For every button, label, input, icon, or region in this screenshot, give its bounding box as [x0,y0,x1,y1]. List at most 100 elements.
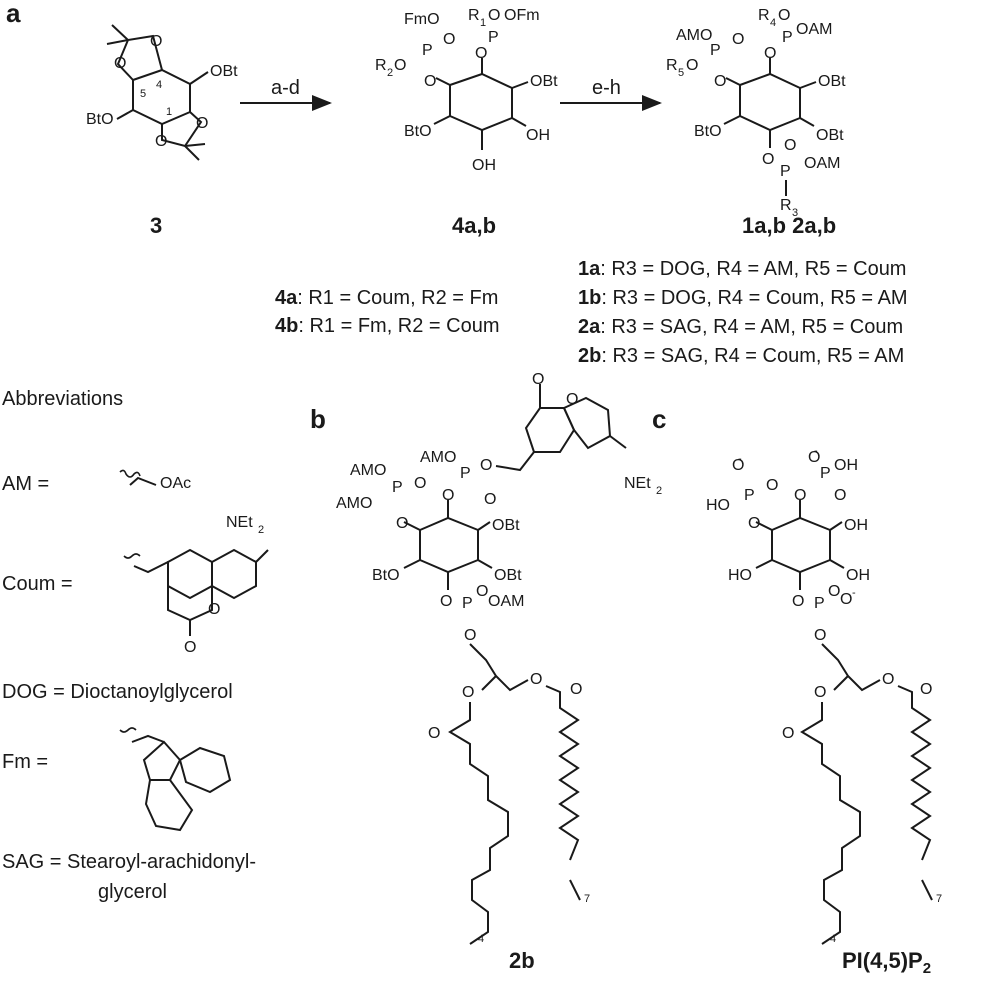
subscript-2: 2 [656,485,662,497]
atom-o: O [748,515,760,532]
abbrev-fm: Fm = [2,751,48,773]
atom-obt: OBt [210,63,238,80]
atom-o: O [794,487,806,504]
charge-minus: - [814,445,818,457]
atom-bto: BtO [372,567,400,584]
atom-o: O [732,31,744,48]
atom-p: P [782,29,793,46]
atom-o: O [808,449,820,466]
atom-o: O [150,33,162,50]
subscript-5: 5 [678,67,684,79]
pip2-structure: O - HO P O O O - P OH O O OH OH HO O P O… [706,445,942,945]
atom-o: O [424,73,436,90]
abbreviations-title: Abbreviations [2,388,123,410]
abbrev-sag-line1: SAG = Stearoyl-arachidonyl- [2,851,256,873]
atom-o: O [208,601,220,618]
abbrev-sag-line2: glycerol [98,881,167,903]
atom-o: O [882,671,894,688]
atom-bto: BtO [694,123,722,140]
wavy-bond [119,469,141,478]
atom-o: O [488,7,500,24]
atom-o: O [566,391,578,408]
atom-r: R [666,57,678,74]
atom-o: O [442,487,454,504]
abbrev-coum: Coum = [2,573,73,595]
definitions-1-2: 1a: R3 = DOG, R4 = AM, R5 = Coum 1b: R3 … [578,258,908,367]
subscript-2: 2 [387,67,393,79]
atom-o: O [920,681,932,698]
atom-p: P [462,595,473,612]
atom-ofm: OFm [504,7,540,24]
atom-o: O [764,45,776,62]
compound-1-2-structure: AMO P O R 5 O O R 4 O OAM P O OBt OBt Bt… [666,7,846,219]
atom-oam: OAM [488,593,524,610]
atom-p: P [814,595,825,612]
atom-o: O [480,457,492,474]
repeat-count-7: 7 [584,893,590,905]
atom-o: O [530,671,542,688]
atom-o: O [814,627,826,644]
atom-ho: HO [728,567,752,584]
atom-obt: OBt [494,567,522,584]
compound-3-label: 3 [150,213,162,238]
atom-obt: OBt [492,517,520,534]
atom-p: P [744,487,755,504]
atom-oh: OH [472,157,496,174]
subscript-4: 4 [770,17,776,29]
atom-o: O [475,45,487,62]
reaction-conditions-e-h: e-h [592,77,621,99]
atom-o: O [834,487,846,504]
compound-4-label: 4a,b [452,213,496,238]
compound-2b-label: 2b [509,948,535,973]
abbrev-dog: DOG = Dioctanoylglycerol [2,681,233,703]
charge-minus: - [852,587,856,599]
atom-o: O [814,684,826,701]
atom-fmo: FmO [404,11,440,28]
atom-oh: OH [844,517,868,534]
atom-p: P [460,465,471,482]
atom-r: R [780,197,792,214]
definitions-4: 4a: R1 = Coum, R2 = Fm 4b: R1 = Fm, R2 =… [275,287,500,337]
atom-o: O [462,684,474,701]
repeat-count-4: 4 [478,933,484,945]
atom-o: O [440,593,452,610]
atom-o: O [762,151,774,168]
atom-r: R [375,57,387,74]
atom-p: P [422,42,433,59]
charge-minus: - [738,453,742,465]
atom-oh: OH [846,567,870,584]
atom-amo: AMO [420,449,456,466]
atom-o: O [184,639,196,656]
atom-p: P [820,465,831,482]
atom-o: O [428,725,440,742]
atom-r: R [758,7,770,24]
compound-3-structure: O O O O OBt BtO 4 5 1 [86,24,238,161]
atom-oam: OAM [804,155,840,172]
atom-obt: OBt [816,127,844,144]
atom-r: R [468,7,480,24]
atom-o: O [443,31,455,48]
atom-o: O [570,681,582,698]
atom-amo: AMO [676,27,712,44]
compound-4-structure: FmO P O R 2 O O R 1 O OFm P O OBt OH BtO… [375,7,558,174]
definition-1a: 1a: R3 = DOG, R4 = AM, R5 = Coum [578,258,906,280]
compound-2b-structure: AMO AMO P O O AMO P O O O O O NEt 2 OBt … [336,371,662,945]
atom-o: O [155,133,167,150]
atom-obt: OBt [818,73,846,90]
atom-o: O [784,137,796,154]
atom-oh: OH [834,457,858,474]
repeat-count-4: 4 [830,933,836,945]
abbreviations-legend: Abbreviations AM = OAc Coum = NEt 2 O O … [2,388,269,903]
panel-label-b: b [310,404,326,434]
coumarin-structure [123,548,269,636]
repeat-count-7: 7 [936,893,942,905]
compound-1-2-label: 1a,b 2a,b [742,213,836,238]
atom-ho: HO [706,497,730,514]
atom-o: O [792,593,804,610]
atom-o: O [476,583,488,600]
atom-amo: AMO [336,495,372,512]
locant-5: 5 [140,88,146,100]
subscript-1: 1 [480,17,486,29]
atom-bto: BtO [86,111,114,128]
